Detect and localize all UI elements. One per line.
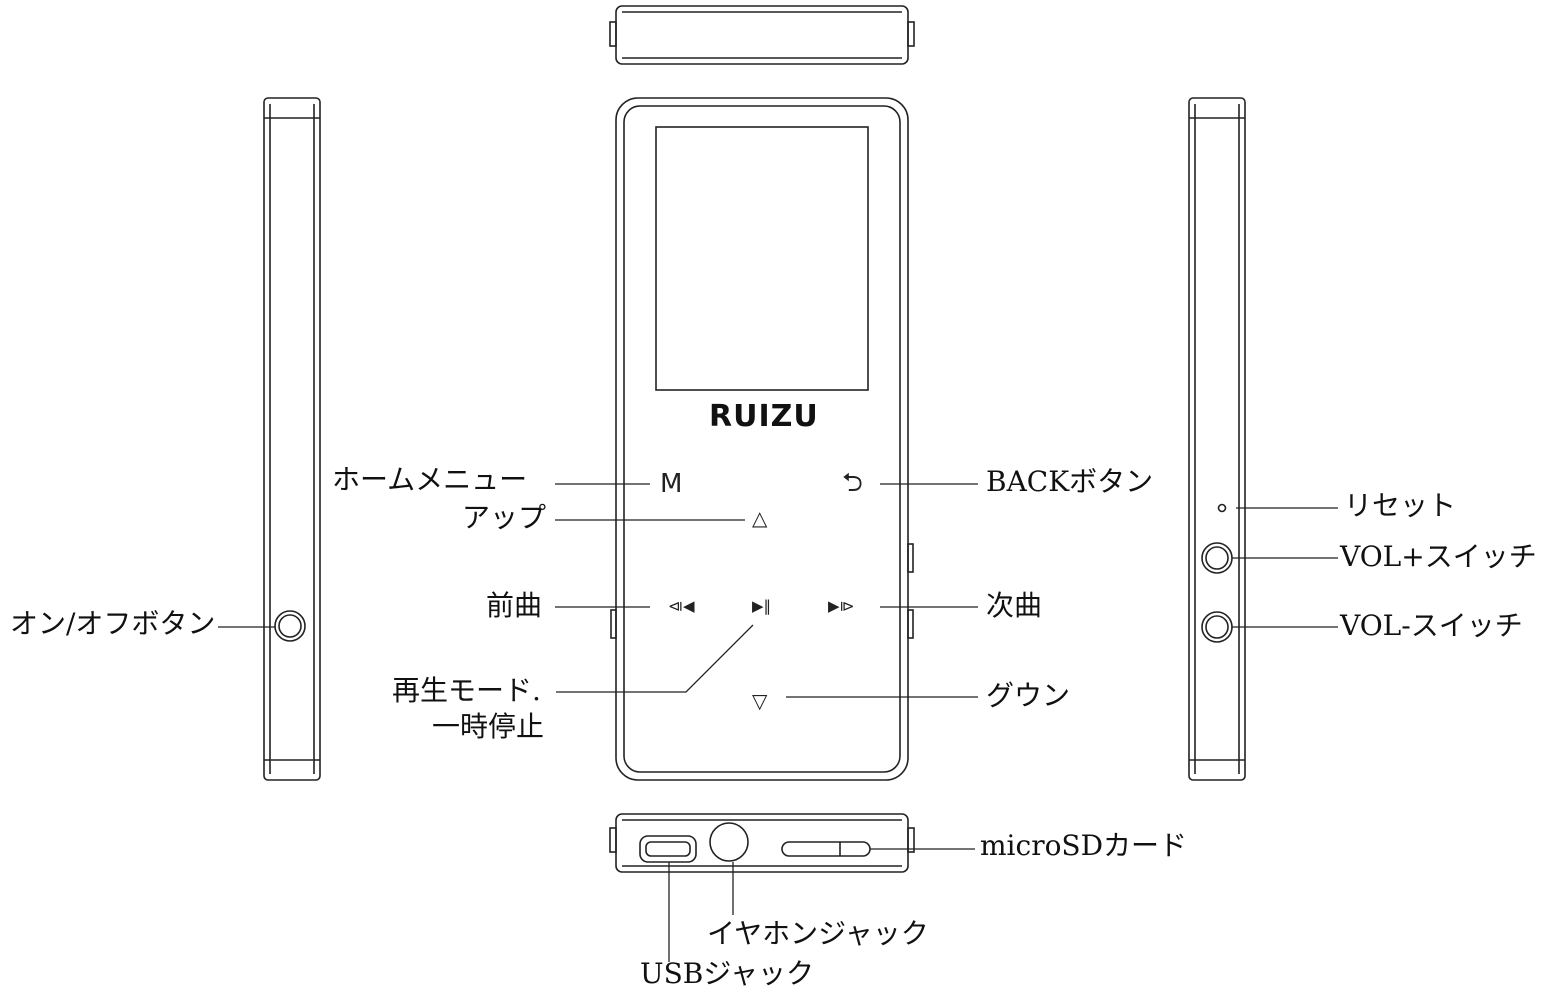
label-usb: USBジャック: [640, 957, 814, 990]
label-power: オン/オフボタン: [10, 607, 216, 640]
label-down: グウン: [986, 679, 1071, 712]
label-vol-up: VOL+スイッチ: [1340, 540, 1537, 573]
prev-key-icon[interactable]: ⧏◀: [668, 597, 695, 615]
label-reset: リセット: [1344, 489, 1457, 522]
label-microsd: microSDカード: [980, 829, 1188, 862]
label-back: BACKボタン: [986, 465, 1154, 498]
right-side-view: [1188, 97, 1246, 781]
top-view: [609, 5, 915, 65]
front-view: [610, 97, 914, 781]
down-key-icon[interactable]: ▽: [752, 689, 768, 713]
label-up: アップ: [462, 501, 547, 534]
sd-slot-shape: [781, 841, 871, 857]
up-key-icon[interactable]: △: [752, 506, 768, 530]
reset-hole-shape: [1217, 503, 1227, 513]
bottom-view: [609, 813, 915, 873]
left-side-view: [263, 97, 321, 781]
label-next: 次曲: [986, 589, 1043, 622]
next-key-icon[interactable]: ▶⧐: [828, 597, 855, 615]
leader-lines: [218, 483, 1338, 962]
label-play-mode: 再生モード.: [392, 674, 541, 707]
brand-logo: RUIZU: [709, 399, 819, 434]
power-button-shape: [274, 610, 306, 642]
back-key-icon[interactable]: ⮌: [842, 468, 863, 498]
label-home-menu: ホームメニュー: [332, 463, 528, 496]
label-prev: 前曲: [486, 589, 543, 622]
menu-key[interactable]: M: [660, 469, 683, 499]
earphone-jack-shape: [709, 822, 749, 862]
label-earphone: イヤホンジャック: [707, 917, 929, 950]
play-pause-key-icon[interactable]: ▶‖: [752, 597, 772, 615]
screen: [655, 126, 869, 391]
label-pause: 一時停止: [432, 710, 545, 743]
usb-port-shape: [639, 835, 697, 863]
label-vol-down: VOL-スイッチ: [1340, 609, 1523, 642]
